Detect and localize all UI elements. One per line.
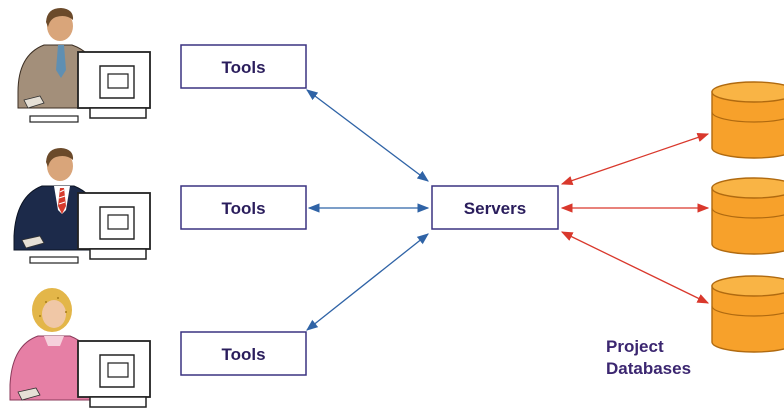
tools-label-3: Tools	[221, 345, 265, 364]
arrow-tools3-servers	[306, 233, 429, 331]
tools-label-2: Tools	[221, 199, 265, 218]
tools-box-1: Tools	[180, 44, 307, 89]
arrow-servers-db1	[560, 132, 710, 186]
tools-label-1: Tools	[221, 58, 265, 77]
woman-at-computer-icon	[9, 288, 151, 408]
man-at-computer-icon	[17, 8, 151, 123]
arrow-tools1-servers	[306, 89, 429, 182]
databases-caption-line1: Project	[606, 337, 664, 356]
tools-box-3: Tools	[180, 331, 307, 376]
tools-box-2: Tools	[180, 185, 307, 230]
arrow-servers-db3	[560, 231, 710, 304]
database-icon-3	[711, 275, 784, 353]
man-in-suit-at-computer-icon	[13, 148, 151, 264]
servers-label: Servers	[464, 199, 526, 218]
database-icon-2	[711, 177, 784, 255]
servers-box: Servers	[431, 185, 559, 230]
database-icon-1	[711, 81, 784, 159]
databases-caption-line2: Databases	[606, 359, 691, 378]
